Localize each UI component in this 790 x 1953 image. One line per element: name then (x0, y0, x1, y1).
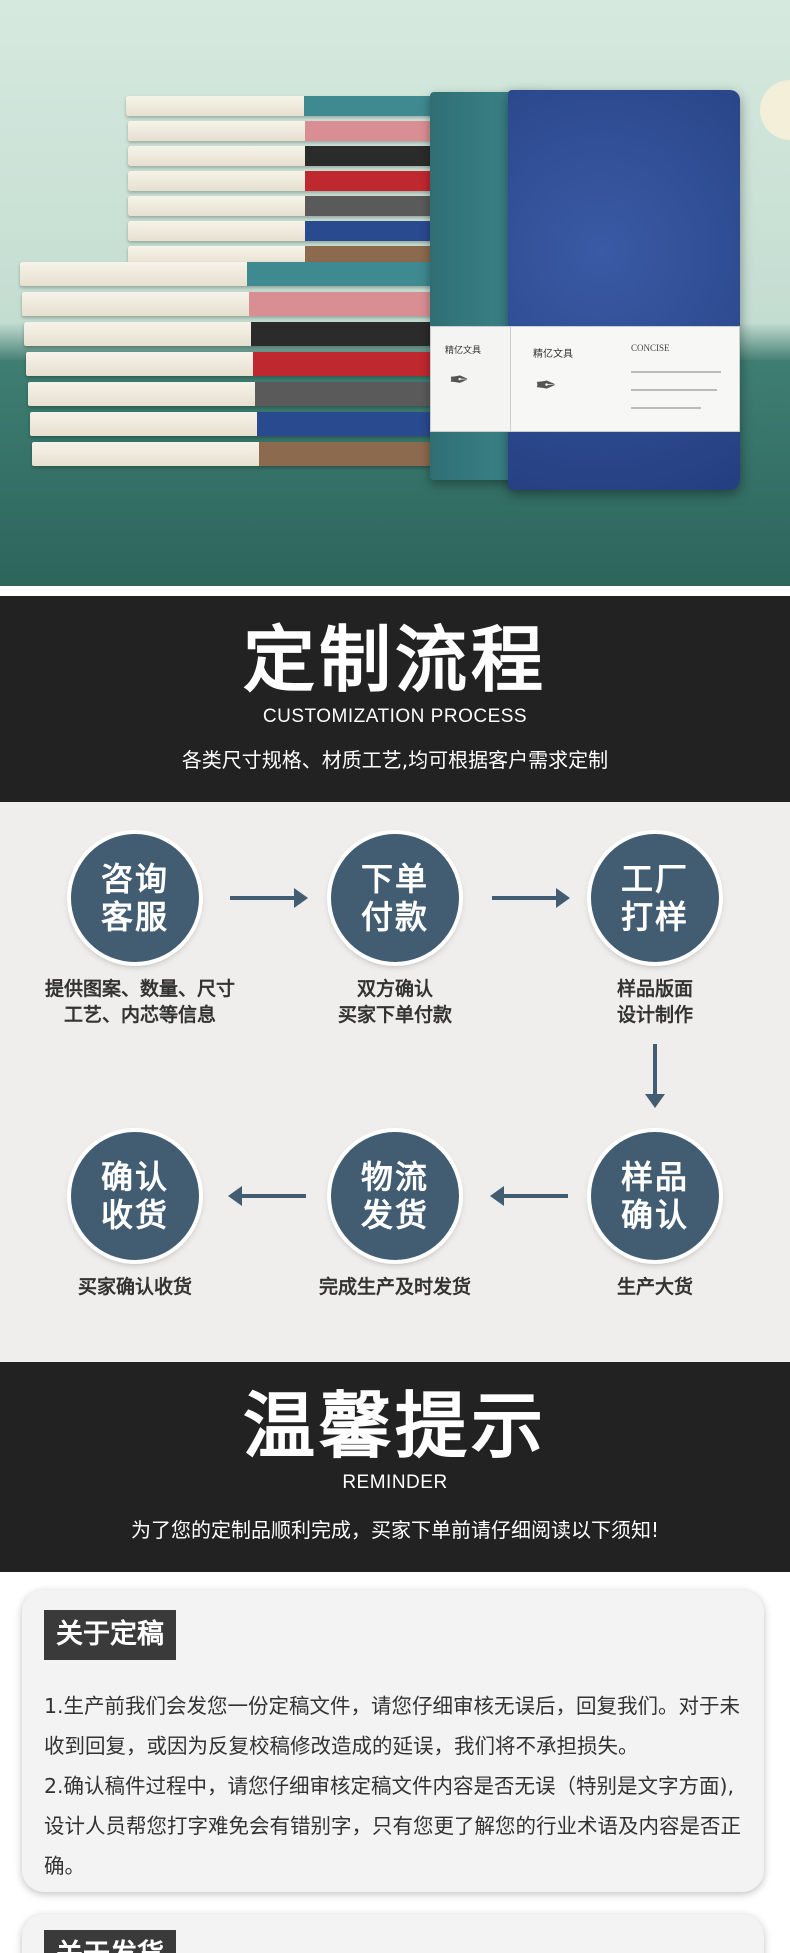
wrap-band: 精亿文具 ✒ CONCISE (510, 326, 740, 432)
band-brand: 精亿文具 (533, 349, 573, 360)
notebook (20, 262, 440, 286)
caption-line: 样品版面 (616, 978, 693, 1000)
notebook (128, 146, 456, 166)
process-steps: 咨询客服 提供图案、数量、尺寸工艺、内芯等信息 下单付款 双方确认买家下单付款 … (0, 802, 790, 1362)
notebook (128, 196, 456, 216)
notebook (24, 322, 444, 346)
band-line (631, 389, 717, 391)
step-caption: 生产大货 (535, 1274, 775, 1300)
step-sample-circle: 工厂打样 (591, 834, 719, 962)
reminder-subtitle-en: REMINDER (342, 1472, 448, 1493)
notebook (28, 382, 448, 406)
reminder-description: 为了您的定制品顺利完成，买家下单前请仔细阅读以下须知! (130, 1518, 660, 1542)
step-label: 咨询客服 (100, 860, 169, 936)
process-description: 各类尺寸规格、材质工艺,均可根据客户需求定制 (181, 748, 609, 772)
caption-line: 提供图案、数量、尺寸 (44, 978, 235, 1000)
reminder-header: 温馨提示 REMINDER 为了您的定制品顺利完成，买家下单前请仔细阅读以下须知… (0, 1362, 790, 1572)
caption-line: 买家确认收货 (77, 1276, 192, 1298)
step-payment-circle: 下单付款 (331, 834, 459, 962)
note-paragraph: 1.生产前我们会发您一份定稿文件，请您仔细审核无误后，回复我们。对于未收到回复，… (44, 1694, 741, 1758)
step-label: 下单付款 (360, 860, 429, 936)
notebook (128, 246, 456, 266)
process-subtitle-en: CUSTOMIZATION PROCESS (262, 706, 528, 727)
arrow-down-icon (645, 1044, 665, 1108)
notebook (32, 442, 452, 466)
process-title: 定制流程 (242, 618, 547, 702)
band-title: CONCISE (631, 343, 670, 353)
band-line (631, 407, 701, 409)
pen-icon: ✒ (449, 366, 470, 394)
step-caption: 完成生产及时发货 (275, 1274, 515, 1300)
note-title: 关于发货 (44, 1930, 176, 1953)
band-line (631, 371, 721, 373)
caption-line: 买家下单付款 (337, 1004, 452, 1026)
caption-line: 生产大货 (616, 1276, 693, 1298)
caption-line: 工艺、内芯等信息 (63, 1004, 216, 1026)
pen-icon: ✒ (535, 371, 557, 401)
step-shipping-circle: 物流发货 (331, 1132, 459, 1260)
notebook (26, 352, 446, 376)
caption-line: 完成生产及时发货 (318, 1276, 471, 1298)
arrow-left-icon (490, 1186, 568, 1206)
note-body: 1.生产前我们会发您一份定稿文件，请您仔细审核无误后，回复我们。对于未收到回复，… (44, 1686, 744, 1886)
wrap-band: 精亿文具 ✒ (430, 326, 512, 432)
process-header: 定制流程 CUSTOMIZATION PROCESS 各类尺寸规格、材质工艺,均… (0, 596, 790, 802)
flower-decoration (760, 80, 790, 140)
step-label: 样品确认 (620, 1158, 689, 1234)
step-consult-circle: 咨询客服 (71, 834, 199, 962)
step-caption: 双方确认买家下单付款 (275, 976, 515, 1028)
notebook (22, 292, 442, 316)
arrow-right-icon (230, 888, 308, 908)
step-confirm-sample-circle: 样品确认 (591, 1132, 719, 1260)
note-paragraph: 2.确认稿件过程中，请您仔细审核定稿文件内容是否无误（特别是文字方面),设计人员… (44, 1774, 741, 1878)
notebook (126, 96, 456, 116)
notebook (128, 121, 456, 141)
arrow-left-icon (228, 1186, 306, 1206)
notebook (128, 221, 456, 241)
arrow-right-icon (492, 888, 570, 908)
notebook (30, 412, 450, 436)
step-receive-circle: 确认收货 (71, 1132, 199, 1260)
band-brand: 精亿文具 (445, 346, 482, 356)
notebook (128, 171, 456, 191)
step-label: 确认收货 (100, 1158, 169, 1234)
note-card-shipping: 关于发货 (22, 1914, 764, 1953)
note-card-draft: 关于定稿 1.生产前我们会发您一份定稿文件，请您仔细审核无误后，回复我们。对于未… (22, 1590, 764, 1892)
step-label: 工厂打样 (620, 860, 689, 936)
caption-line: 双方确认 (356, 978, 433, 1000)
step-label: 物流发货 (360, 1158, 429, 1234)
step-caption: 样品版面设计制作 (535, 976, 775, 1028)
reminder-title: 温馨提示 (242, 1384, 547, 1468)
step-caption: 提供图案、数量、尺寸工艺、内芯等信息 (20, 976, 260, 1028)
note-title: 关于定稿 (44, 1610, 176, 1660)
step-caption: 买家确认收货 (15, 1274, 255, 1300)
hero-notebooks-image: 精亿文具 ✒ 精亿文具 ✒ CONCISE (0, 0, 790, 586)
caption-line: 设计制作 (616, 1004, 693, 1026)
